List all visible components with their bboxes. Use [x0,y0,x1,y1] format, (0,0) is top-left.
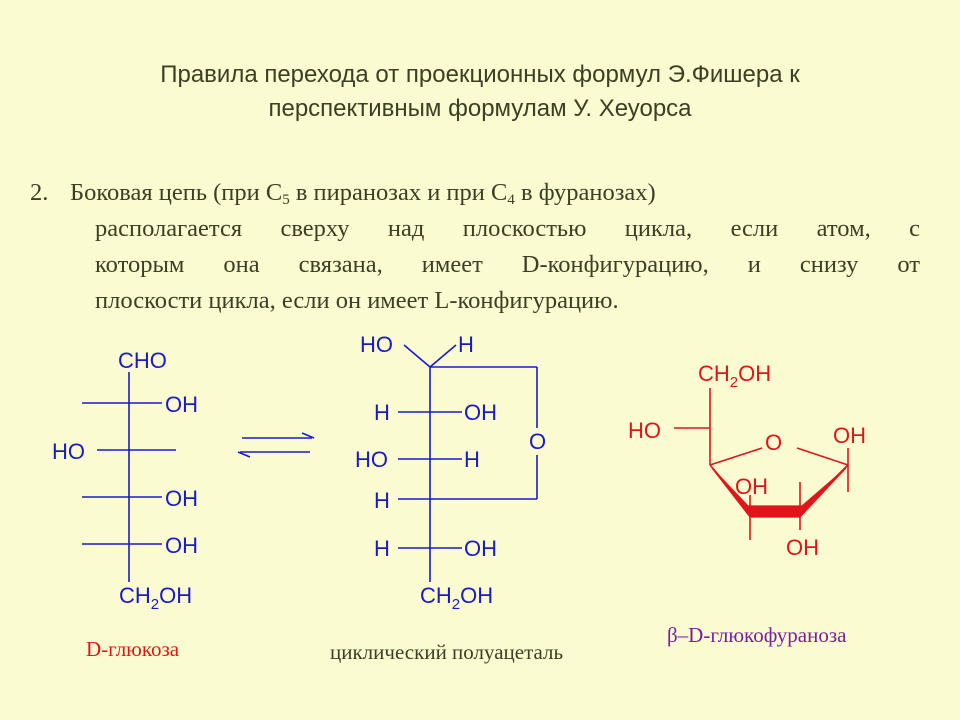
rule-text: 2. Боковая цепь (при C5 в пиранозах и при… [30,175,920,319]
glucose-oh-c5: OH [165,533,198,558]
glucose-ch: CH [119,583,151,608]
glucose-oh-c2: OH [165,392,198,417]
glucose-fischer [82,372,176,582]
hemiacetal-h-c5: H [374,536,390,561]
furanose-ch: CH [698,361,730,386]
rule-line-1: 2. Боковая цепь (при C5 в пиранозах и при… [30,175,920,211]
glucose-cho: CHO [118,348,167,373]
arrow-forward-head [301,432,315,439]
rule-line-1-a: Боковая цепь (при C [70,179,283,206]
rule-sub-4: 4 [507,192,515,208]
hemiacetal-top-h: H [458,332,474,357]
hemiacetal-ho-c3: HO [355,447,388,472]
hemiacetal-ch2-oh: OH [460,583,493,608]
rule-line-2: располагается сверху над плоскостью цикл… [95,215,920,242]
hemiacetal-ring-o: O [529,429,546,454]
hemiacetal-ch2-sub: 2 [452,596,460,613]
hemiacetal-fischer [398,344,538,582]
furanose-front-bond-bold [711,467,847,518]
hemiacetal-top-ho: HO [360,332,393,357]
hemiacetal-bond-ho [403,344,431,368]
hemiacetal-ch2oh: CH2OH [420,583,493,613]
furanose-anomeric-oh: OH [833,423,866,448]
furanose-ch2oh: CH2OH [698,361,771,391]
hemiacetal-bond-h [429,344,457,368]
furanose-c3-oh: OH [735,474,768,499]
furanose-ho: HO [628,418,661,443]
title-line-2: перспективным формулам У. Хеуорса [268,95,692,122]
rule-line-3: которым она связана, имеет D-конфигураци… [95,251,920,278]
furanose-ch2-oh: OH [738,361,771,386]
furanose-ring-left-back [709,447,763,466]
glucose-oh-c4: OH [165,486,198,511]
equilibrium-arrows [237,432,315,458]
rule-sub-5: 5 [282,192,290,208]
rule-line-1-b: в пиранозах и при C [289,179,508,206]
furanose-c2-oh: OH [786,535,819,560]
hemiacetal-h-c3: H [464,447,480,472]
slide-title: Правила перехода от проекционных формул … [60,58,900,126]
glucose-ho-c3: HO [52,439,85,464]
furanose-ch2-sub: 2 [730,374,738,391]
furanose-caption: β–D-глюкофураноза [667,623,847,647]
title-line-1: Правила перехода от проекционных формул … [160,61,800,88]
glucose-caption: D-глюкоза [86,637,180,661]
hemiacetal-oh-c2: OH [464,400,497,425]
glucose-ch2-sub: 2 [151,596,159,613]
hemiacetal-h-c4: H [374,488,390,513]
arrow-back-head [237,451,251,458]
hemiacetal-h-c2: H [374,400,390,425]
rule-line-4: плоскости цикла, если он имеет L-конфигу… [95,287,619,314]
furanose-ring-right-back [796,447,849,466]
hemiacetal-ch: CH [420,583,452,608]
glucose-ch2-oh: OH [159,583,192,608]
rule-line-1-c: в фуранозах) [514,179,656,206]
hemiacetal-oh-c5: OH [464,536,497,561]
glucose-ch2oh: CH2OH [119,583,192,613]
hemiacetal-caption: циклический полуацеталь [330,640,563,664]
rule-number: 2. [30,179,49,206]
furanose-ring-o: O [765,430,782,455]
